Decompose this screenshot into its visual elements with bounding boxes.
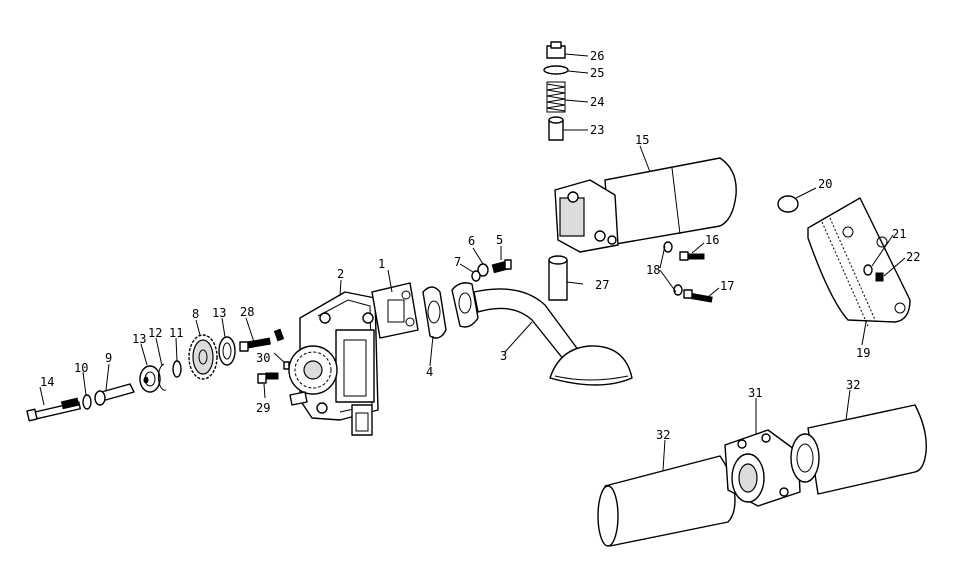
- part-24-spring: [546, 81, 566, 113]
- callout-11: 11: [169, 326, 183, 340]
- part-5-bolt: [491, 259, 512, 274]
- callout-16: 16: [705, 233, 719, 247]
- callout-10: 10: [74, 361, 88, 375]
- callout-19: 19: [856, 346, 870, 360]
- part-32-pipe-left: [597, 455, 736, 547]
- callout-18: 18: [646, 263, 660, 277]
- part-28-bolt: [239, 337, 271, 352]
- part-23-valve-piston: [548, 116, 564, 141]
- callout-6: 6: [468, 234, 475, 248]
- part-13-bearing-right: [218, 336, 236, 366]
- callout-20: 20: [818, 177, 832, 191]
- part-10-washer: [82, 394, 92, 410]
- part-26-plug: [546, 41, 566, 59]
- callout-7: 7: [454, 255, 461, 269]
- callout-25: 25: [590, 66, 604, 80]
- part-21-washer: [863, 264, 873, 276]
- leader-lines: [39, 53, 906, 471]
- callout-27: 27: [595, 278, 609, 292]
- callout-30: 30: [256, 351, 270, 365]
- callout-31: 31: [748, 386, 762, 400]
- callout-26: 26: [590, 49, 604, 63]
- part-3-suction-pipe: [451, 282, 633, 386]
- part-16-bolt: [679, 251, 705, 261]
- part-25-seal-ring: [543, 65, 569, 75]
- callout-32-right: 32: [846, 378, 860, 392]
- part-30-screw: [273, 328, 290, 370]
- callout-23: 23: [590, 123, 604, 137]
- part-18-washers: [663, 241, 683, 296]
- callout-29: 29: [256, 401, 270, 415]
- part-31-coupling: [724, 429, 820, 507]
- part-32-pipe-right: [807, 404, 927, 495]
- part-8-gear: [188, 334, 218, 380]
- callout-13-left: 13: [132, 332, 146, 346]
- callout-12: 12: [148, 326, 162, 340]
- part-9-sleeve: [94, 383, 135, 406]
- callout-24: 24: [590, 95, 604, 109]
- part-14-bolt: [26, 397, 82, 422]
- part-2-pump-housing: [288, 291, 379, 436]
- part-27-sleeve: [548, 255, 568, 301]
- callout-14: 14: [40, 375, 54, 389]
- callout-1: 1: [378, 257, 385, 271]
- callout-8: 8: [192, 307, 199, 321]
- callout-22: 22: [906, 250, 920, 264]
- callout-3: 3: [500, 349, 507, 363]
- part-22-screw: [875, 272, 884, 282]
- part-19-oil-cooler: [807, 197, 911, 327]
- part-17-bolt: [683, 289, 713, 303]
- callout-21: 21: [892, 227, 906, 241]
- callout-15: 15: [635, 133, 649, 147]
- part-13-bearing-left: [139, 365, 161, 393]
- part-11-washer: [172, 360, 182, 378]
- part-29-bolt: [257, 372, 279, 384]
- part-4-gasket: [422, 286, 447, 339]
- callout-32-left: 32: [656, 428, 670, 442]
- part-1-flange: [371, 282, 419, 339]
- callout-17: 17: [720, 279, 734, 293]
- callout-2: 2: [337, 267, 344, 281]
- callout-labels: 1 2 3 4 5 6 7 8 9 10 11 12 13 13 14 15 1…: [40, 49, 920, 442]
- callout-4: 4: [426, 365, 433, 379]
- part-15-oil-filter: [554, 157, 737, 253]
- callout-5: 5: [496, 233, 503, 247]
- callout-13-right: 13: [212, 306, 226, 320]
- part-20-o-ring: [777, 195, 799, 213]
- part-7-washer: [471, 270, 481, 282]
- callout-28: 28: [240, 305, 254, 319]
- callout-9: 9: [105, 351, 112, 365]
